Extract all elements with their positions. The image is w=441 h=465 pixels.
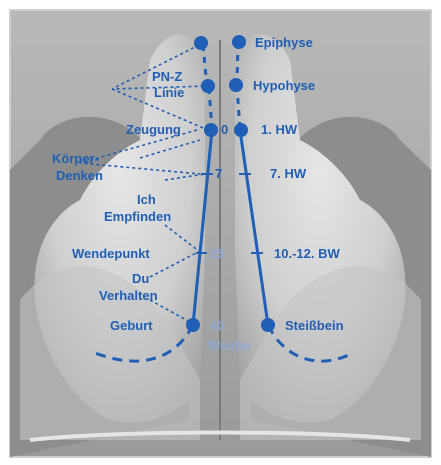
dot-zeugung: [204, 123, 218, 137]
label-pnz-line2: Linie: [154, 85, 184, 100]
label-bw: 10.-12. BW: [274, 246, 340, 261]
label-epiphyse: Epiphyse: [255, 35, 313, 50]
dot-epiphyse-left: [194, 36, 208, 50]
label-hw7: 7. HW: [270, 166, 307, 181]
label-ich-line2: Empfinden: [104, 209, 171, 224]
label-geburt: Geburt: [110, 318, 153, 333]
label-du-line1: Du: [132, 271, 149, 286]
dot-hypohyse-left: [201, 79, 215, 93]
label-week-40: 40: [210, 318, 224, 333]
dot-geburt: [186, 318, 200, 332]
dot-epiphyse-right: [232, 35, 246, 49]
dot-hw1: [234, 123, 248, 137]
label-woche: Woche: [208, 338, 250, 353]
dot-hypohyse-right: [229, 78, 243, 92]
label-wendepunkt: Wendepunkt: [72, 246, 150, 261]
dot-steissbein: [261, 318, 275, 332]
label-ich-line1: Ich: [137, 192, 156, 207]
label-koerper-line2: Denken: [56, 168, 103, 183]
label-koerper-line1: Körper-: [52, 151, 99, 166]
label-week-25: 25: [210, 246, 224, 261]
label-week-0: 0: [221, 122, 228, 137]
label-zeugung: Zeugung: [126, 122, 181, 137]
label-pnz-line1: PN-Z: [152, 69, 182, 84]
label-steissbein: Steißbein: [285, 318, 344, 333]
label-week-7: 7: [215, 166, 222, 181]
label-du-line2: Verhalten: [99, 288, 158, 303]
label-hypohyse: Hypohyse: [253, 78, 315, 93]
label-hw1: 1. HW: [261, 122, 298, 137]
